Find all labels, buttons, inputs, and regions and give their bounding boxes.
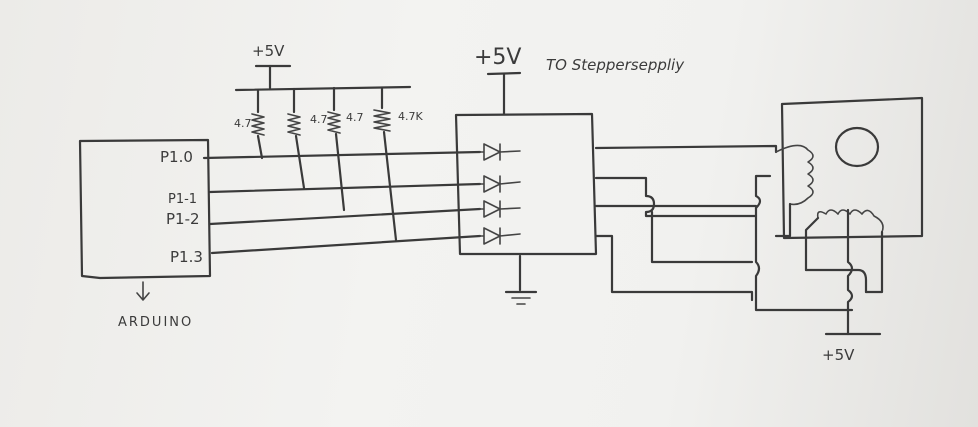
diode-2 (479, 175, 521, 193)
diode-1 (479, 143, 521, 161)
resistor-1 (251, 88, 265, 160)
stepper-wire-right (804, 268, 868, 294)
pin-label-p1-0: P1.0 (160, 148, 193, 166)
coil-b (804, 209, 884, 294)
resistor-value-2: 4.7 (310, 113, 328, 126)
diode-4 (479, 227, 521, 245)
arduino-box (78, 138, 212, 280)
stepper-wire-center (846, 208, 854, 336)
resistor-bus (234, 85, 412, 92)
stepper-wire-left (754, 174, 854, 312)
diode-3 (479, 200, 521, 218)
resistor-2 (287, 87, 306, 190)
resistor-4 (373, 86, 398, 242)
signal-line-p1-3 (210, 234, 482, 255)
pin-label-p1-2: P1-2 (166, 210, 200, 228)
arduino-pointer-arrow (136, 281, 150, 301)
supply-label-bottom: +5V (822, 346, 855, 364)
output-line-1 (594, 144, 778, 154)
stepper-supply-note: TO Stepperseppliy (546, 56, 685, 74)
ground-symbol (504, 254, 538, 305)
signal-line-p1-1 (208, 182, 482, 194)
signal-line-p1-0 (202, 150, 482, 160)
output-line-2 (594, 176, 758, 218)
supply-label-top-driver: +5V (474, 45, 521, 70)
motor-shaft (834, 126, 880, 168)
signal-line-p1-2 (208, 207, 482, 226)
arduino-label: ARDUINO (118, 315, 193, 330)
driver-chip-box (454, 112, 598, 256)
resistor-value-3: 4.7 (346, 111, 364, 124)
stepper-motor-box (780, 96, 924, 240)
supply-label-top-left: +5V (252, 42, 285, 60)
pin-label-p1-3: P1.3 (170, 248, 203, 266)
resistor-value-1: 4.7 (234, 117, 252, 130)
output-line-2b (650, 210, 754, 264)
coil-a (774, 144, 814, 238)
pin-label-p1-1: P1-1 (168, 192, 197, 207)
resistor-3 (327, 86, 346, 212)
output-line-4 (594, 234, 754, 302)
resistor-value-4: 4.7K (398, 110, 423, 123)
